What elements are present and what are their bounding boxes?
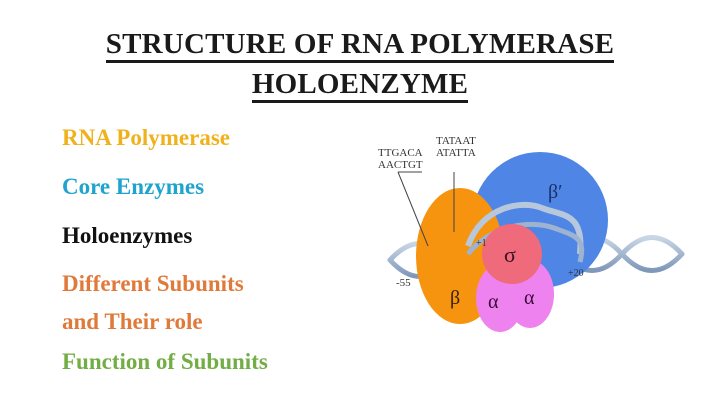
page-title: STRUCTURE OF RNA POLYMERASE HOLOENZYME — [0, 24, 720, 104]
seq-35-top: TTGACA — [378, 147, 423, 159]
alpha-label-2: α — [524, 287, 535, 309]
topic-core-enzymes[interactable]: Core Enzymes — [62, 174, 205, 199]
sigma-subunit — [482, 224, 542, 284]
holoenzyme-illustration: TTGACA AACTGT TATAAT ATATTA -55 +1 +20 β… — [378, 135, 685, 332]
beta-label: β — [450, 287, 460, 309]
topic-rna-polymerase[interactable]: RNA Polymerase — [62, 125, 230, 150]
topic-different-subunits-line-1: Different Subunits — [62, 271, 244, 296]
sigma-label: σ — [504, 242, 516, 267]
seq-35-bottom: AACTGT — [378, 159, 423, 171]
rna-polymerase-diagram: TTGACA AACTGT TATAAT ATATTA -55 +1 +20 β… — [372, 128, 702, 348]
open-complex-dna — [465, 201, 584, 255]
topic-holoenzymes[interactable]: Holoenzymes — [62, 223, 193, 248]
title-line-2: HOLOENZYME — [251, 68, 469, 103]
position-start: -55 — [396, 277, 411, 289]
seq-10-top: TATAAT — [436, 135, 476, 147]
seq-10-bottom: ATATTA — [436, 147, 476, 159]
position-end: +20 — [568, 268, 584, 279]
title-line-1: STRUCTURE OF RNA POLYMERASE — [105, 28, 615, 63]
alpha-label-1: α — [488, 291, 499, 313]
topic-function-of-subunits[interactable]: Function of Subunits — [62, 349, 268, 374]
topic-different-subunits-line-2: and Their role — [62, 309, 203, 334]
topic-different-subunits[interactable]: Different Subunits and Their role — [62, 265, 244, 341]
beta-prime-label: β′ — [548, 181, 563, 203]
position-plus-one: +1 — [476, 238, 487, 249]
